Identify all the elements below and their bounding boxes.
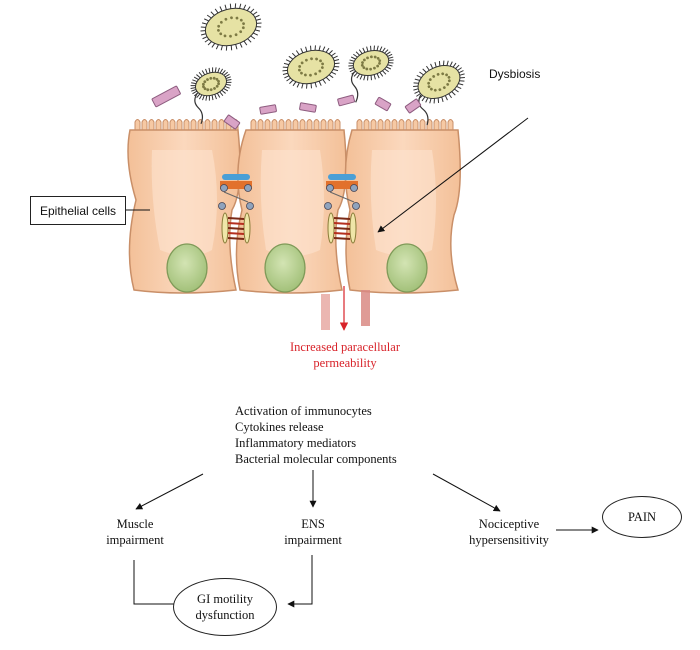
gi-motility-node: GI motility dysfunction bbox=[173, 578, 277, 636]
cause-item: Bacterial molecular components bbox=[235, 452, 397, 466]
paracellular-leak-bar bbox=[361, 290, 370, 326]
permeability-line-1: Increased paracellular bbox=[290, 340, 400, 354]
epithelial-cells-label: Epithelial cells bbox=[30, 196, 126, 225]
pain-node: PAIN bbox=[602, 496, 682, 538]
noci-line-2: hypersensitivity bbox=[469, 533, 549, 547]
permeability-label: Increased paracellular permeability bbox=[268, 339, 422, 371]
muscle-impairment-label: Muscle impairment bbox=[90, 516, 180, 548]
paracellular-leak-bar bbox=[321, 294, 330, 330]
nociceptive-label: Nociceptive hypersensitivity bbox=[452, 516, 566, 548]
arrow-ens-to-gi bbox=[287, 555, 313, 608]
gi-line-1: GI motility bbox=[197, 592, 253, 606]
bacterial-fragments bbox=[151, 85, 422, 130]
dysbiosis-label: Dysbiosis bbox=[489, 67, 541, 81]
permeability-line-2: permeability bbox=[313, 356, 377, 370]
ens-line-1: ENS bbox=[301, 517, 325, 531]
cause-item: Activation of immunocytes bbox=[235, 404, 372, 418]
bacteria-group bbox=[190, 3, 465, 126]
cause-item: Inflammatory mediators bbox=[235, 436, 357, 450]
nucleus-left bbox=[166, 243, 208, 293]
ens-impairment-label: ENS impairment bbox=[268, 516, 358, 548]
arrow-to-muscle bbox=[135, 473, 204, 510]
epithelial-cell-layer bbox=[127, 129, 461, 294]
arrow-to-nociceptive bbox=[432, 473, 501, 512]
causes-list: Activation of immunocytes Cytokines rele… bbox=[235, 403, 397, 467]
cause-item: Cytokines release bbox=[235, 420, 324, 434]
gi-line-2: dysfunction bbox=[195, 608, 255, 622]
tight-junction-right bbox=[324, 174, 360, 244]
noci-line-1: Nociceptive bbox=[478, 517, 540, 531]
ens-line-2: impairment bbox=[284, 533, 342, 547]
muscle-line-2: impairment bbox=[106, 533, 164, 547]
nucleus-middle bbox=[264, 243, 306, 293]
dysbiosis-pointer bbox=[377, 117, 529, 233]
nucleus-right bbox=[386, 243, 428, 293]
muscle-line-1: Muscle bbox=[116, 517, 154, 531]
tight-junction-left bbox=[218, 174, 254, 244]
